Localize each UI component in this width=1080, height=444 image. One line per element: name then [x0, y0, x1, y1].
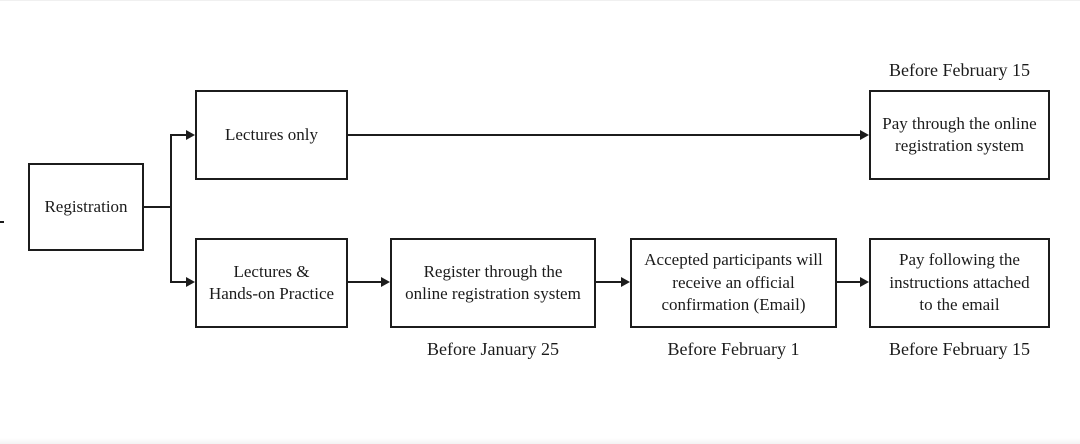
node-label: Lectures & Hands-on Practice	[208, 261, 335, 303]
connector-registration-out	[144, 206, 172, 208]
connector-confirmation-to-pay	[837, 281, 861, 283]
arrowhead-icon	[860, 130, 869, 140]
deadline-label-confirmation: Before February 1	[667, 339, 800, 359]
deadline-label-pay-online: Before February 15	[889, 60, 1030, 80]
node-label: Registration	[44, 196, 128, 216]
deadline-label-register: Before January 25	[427, 339, 559, 359]
node-label: Pay following the instructions attached …	[889, 250, 1030, 315]
connector-branch-vertical	[170, 134, 172, 283]
node-label: Accepted participants will receive an of…	[644, 250, 823, 315]
deadline-label-pay-email: Before February 15	[889, 339, 1030, 359]
arrowhead-icon	[621, 277, 630, 287]
connector-branch-top	[170, 134, 187, 136]
node-register-online: Register through the online registration…	[390, 238, 596, 328]
arrowhead-icon	[381, 277, 390, 287]
bottom-edge-shadow	[0, 438, 1080, 444]
arrowhead-icon	[860, 277, 869, 287]
node-lectures-hands-on: Lectures & Hands-on Practice	[195, 238, 348, 328]
node-registration: Registration	[28, 163, 144, 251]
node-confirmation: Accepted participants will receive an of…	[630, 238, 837, 328]
connector-lectures-to-pay	[348, 134, 861, 136]
node-label: Pay through the online registration syst…	[882, 113, 1037, 155]
connector-register-to-confirmation	[596, 281, 622, 283]
arrowhead-icon	[186, 130, 195, 140]
node-pay-email: Pay following the instructions attached …	[869, 238, 1050, 328]
connector-branch-bottom	[170, 281, 187, 283]
node-lectures-only: Lectures only	[195, 90, 348, 180]
node-label: Register through the online registration…	[405, 261, 581, 303]
arrowhead-icon	[186, 277, 195, 287]
left-edge-tick	[0, 221, 4, 223]
node-pay-online: Pay through the online registration syst…	[869, 90, 1050, 180]
connector-handson-to-register	[348, 281, 382, 283]
top-edge-divider	[0, 0, 1080, 1]
node-label: Lectures only	[225, 124, 318, 144]
